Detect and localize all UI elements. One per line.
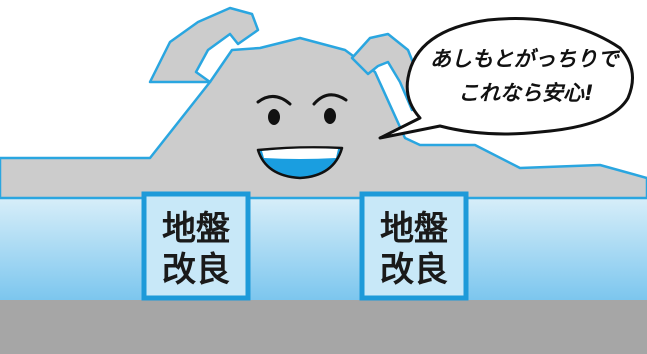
improvement-pillar: 地盤 改良 [141, 191, 251, 301]
speech-bubble: あしもとがっちりで これなら安心! [378, 17, 634, 140]
right-eye [324, 108, 336, 124]
pillar-label-line-2: 改良 [380, 250, 448, 290]
bedrock-layer [0, 300, 647, 354]
bubble-line-2: これなら安心! [458, 81, 594, 105]
pillar-label-line-1: 地盤 [380, 209, 448, 249]
right-eyebrow [312, 93, 348, 106]
left-eyebrow [256, 95, 292, 106]
rock-mascot-body [0, 36, 647, 200]
pillar-label-line-2: 改良 [162, 250, 230, 290]
left-arm [148, 6, 260, 84]
teeth [262, 148, 338, 159]
soft-soil-layer [0, 198, 647, 300]
improvement-pillar: 地盤 改良 [359, 191, 469, 301]
bubble-line-1: あしもとがっちりで [430, 47, 621, 71]
pillar-label-line-1: 地盤 [162, 209, 230, 249]
left-eye [268, 109, 280, 125]
